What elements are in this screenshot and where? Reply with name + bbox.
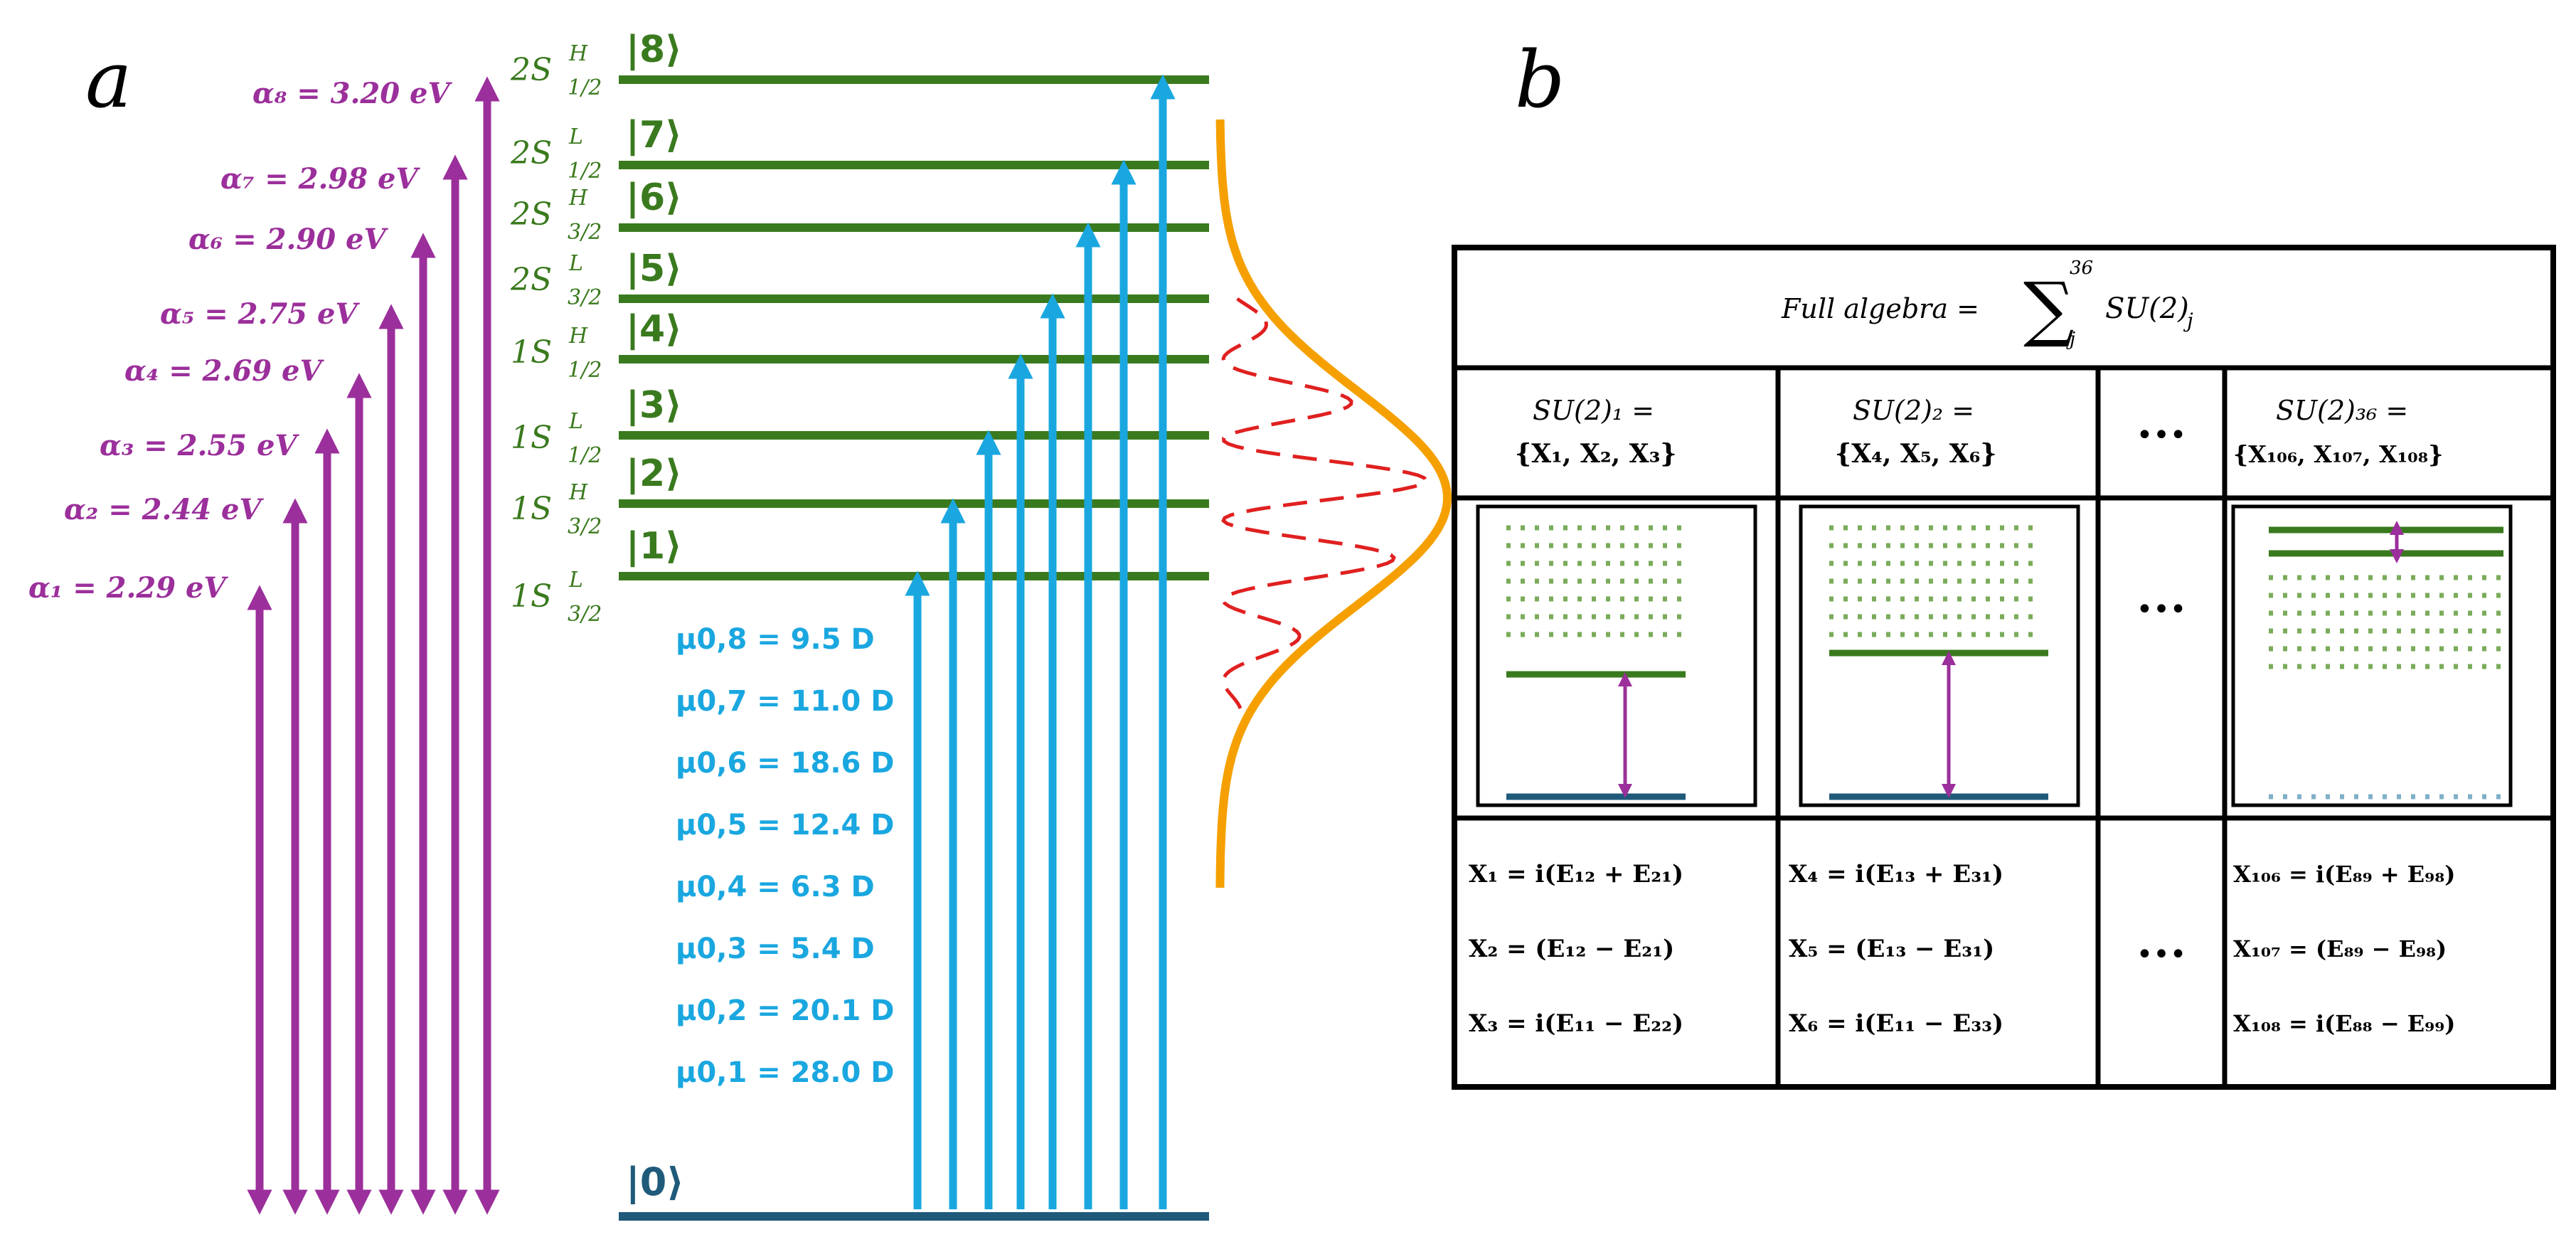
ket-label: |7⟩ bbox=[626, 114, 682, 156]
dipole-label: μ0,7 = 11.0 D bbox=[676, 685, 894, 718]
alpha-label: α₈ = 3.20 eV bbox=[252, 77, 452, 110]
state-name-sup: L bbox=[568, 568, 583, 593]
state-name-sub: 3/2 bbox=[568, 285, 602, 310]
eq-x4: X₄ = i(E₁₃ + E₃₁) bbox=[1789, 860, 2003, 888]
col2-header-line2: {X₄, X₅, X₆} bbox=[1835, 439, 1997, 469]
state-name-sup: H bbox=[568, 41, 588, 66]
state-name-base: 1S bbox=[511, 491, 552, 527]
ket-label: |2⟩ bbox=[626, 452, 682, 495]
diagram-ellipsis: ••• bbox=[2136, 593, 2187, 626]
alpha-label: α₃ = 2.55 eV bbox=[100, 429, 299, 462]
cell-frame bbox=[1476, 504, 1757, 807]
eq-x106: X₁₀₆ = i(E₈₉ + E₉₈) bbox=[2233, 861, 2455, 888]
state-name-sup: H bbox=[568, 324, 588, 349]
ket-label: |4⟩ bbox=[626, 308, 682, 351]
eq-ellipsis: ••• bbox=[2136, 938, 2187, 971]
state-name-sup: L bbox=[568, 251, 583, 276]
col3-header-line1: SU(2)₃₆ = bbox=[2276, 395, 2408, 426]
state-name-sub: 1/2 bbox=[568, 75, 602, 100]
cell-frame bbox=[2231, 504, 2513, 807]
eq-x6: X₆ = i(E₁₁ − E₃₃) bbox=[1789, 1009, 2003, 1038]
dipole-label: μ0,3 = 5.4 D bbox=[676, 933, 875, 965]
state-name-sub: 3/2 bbox=[568, 602, 602, 627]
sum-symbol: ∑ bbox=[2023, 267, 2074, 350]
dipole-labels: μ0,8 = 9.5 D μ0,7 = 11.0 D μ0,6 = 18.6 D μ0… bbox=[676, 623, 894, 1089]
col1-header-line2: {X₁, X₂, X₃} bbox=[1515, 439, 1677, 469]
state-name-base: 2S bbox=[510, 196, 552, 233]
sum-upper: 36 bbox=[2070, 258, 2093, 279]
alpha-label: α₂ = 2.44 eV bbox=[64, 493, 264, 526]
ket-label: |5⟩ bbox=[626, 248, 682, 290]
alpha-label: α₄ = 2.69 eV bbox=[124, 354, 324, 388]
dashed-pulse-curve bbox=[1221, 297, 1429, 712]
state-name-sup: L bbox=[568, 124, 583, 149]
dipole-label: μ0,8 = 9.5 D bbox=[676, 623, 875, 656]
dashed-pulse-curves bbox=[1221, 297, 1429, 712]
ket-label: |6⟩ bbox=[626, 176, 682, 219]
dipole-label: μ0,2 = 20.1 D bbox=[676, 994, 894, 1027]
state-name-sub: 1/2 bbox=[568, 159, 602, 184]
ket-label: |8⟩ bbox=[626, 28, 682, 71]
state-name-sup: L bbox=[568, 409, 583, 434]
alpha-label: α₆ = 2.90 eV bbox=[188, 223, 388, 256]
dipole-label: μ0,4 = 6.3 D bbox=[676, 871, 875, 903]
panel-a-label: a bbox=[85, 34, 132, 125]
excitation-arrows bbox=[905, 74, 1176, 1209]
state-name-sub: 3/2 bbox=[568, 514, 602, 539]
table-border bbox=[1452, 245, 2556, 1090]
eq-x2: X₂ = (E₁₂ − E₂₁) bbox=[1469, 935, 1674, 963]
ket-labels: |8⟩ |7⟩ |6⟩ |5⟩ |4⟩ |3⟩ |2⟩ |1⟩ bbox=[626, 28, 682, 568]
cell-frame bbox=[1799, 504, 2080, 807]
algebra-table: Full algebra = ∑ 36 j SU(2) j SU(2)₁ = {… bbox=[1452, 245, 2556, 1090]
col2-header-line1: SU(2)₂ = bbox=[1853, 395, 1974, 426]
state-name-sub: 1/2 bbox=[568, 443, 602, 468]
state-name-base: 1S bbox=[511, 420, 552, 456]
cell-diagrams bbox=[1476, 504, 2513, 807]
state-name-sup: H bbox=[568, 480, 588, 505]
eq-x1: X₁ = i(E₁₂ + E₂₁) bbox=[1469, 860, 1683, 888]
state-name-sub: 3/2 bbox=[568, 220, 602, 245]
state-name-base: 1S bbox=[511, 578, 552, 615]
state-name-base: 2S bbox=[510, 262, 552, 298]
state-name-base: 1S bbox=[511, 334, 552, 371]
gaussian-envelope bbox=[1215, 119, 1452, 888]
alpha-labels: α₈ = 3.20 eV α₇ = 2.98 eV α₆ = 2.90 eV α₅ =… bbox=[28, 77, 452, 605]
alpha-label: α₇ = 2.98 eV bbox=[220, 162, 420, 196]
header-ellipsis: ••• bbox=[2136, 419, 2187, 452]
state-name-base: 2S bbox=[510, 135, 552, 171]
alpha-label: α₁ = 2.29 eV bbox=[28, 571, 228, 605]
ground-ket: |0⟩ bbox=[626, 1159, 684, 1204]
eq-x107: X₁₀₇ = (E₈₉ − E₉₈) bbox=[2233, 935, 2447, 962]
state-name-sub: 1/2 bbox=[568, 358, 602, 383]
state-name-sup: H bbox=[568, 186, 588, 211]
dipole-label: μ0,1 = 28.0 D bbox=[676, 1056, 894, 1089]
ket-label: |1⟩ bbox=[626, 525, 682, 568]
sum-term: SU(2) bbox=[2105, 292, 2189, 325]
dipole-label: μ0,6 = 18.6 D bbox=[676, 747, 894, 780]
ket-label: |3⟩ bbox=[626, 384, 682, 427]
alpha-label: α₅ = 2.75 eV bbox=[160, 297, 360, 331]
col3-header-line2: {X₁₀₆, X₁₀₇, X₁₀₈} bbox=[2233, 440, 2443, 468]
eq-x5: X₅ = (E₁₃ − E₃₁) bbox=[1789, 935, 1994, 963]
eq-x108: X₁₀₈ = i(E₈₈ − E₉₉) bbox=[2233, 1010, 2455, 1037]
full-algebra-lhs: Full algebra = bbox=[1781, 293, 1979, 324]
col1-header-line1: SU(2)₁ = bbox=[1533, 395, 1654, 426]
dipole-label: μ0,5 = 12.4 D bbox=[676, 809, 894, 842]
panel-b-label: b bbox=[1515, 34, 1565, 125]
alpha-arrows bbox=[247, 76, 500, 1215]
state-name-base: 2S bbox=[510, 52, 552, 88]
eq-x3: X₃ = i(E₁₁ − E₂₂) bbox=[1469, 1009, 1683, 1038]
